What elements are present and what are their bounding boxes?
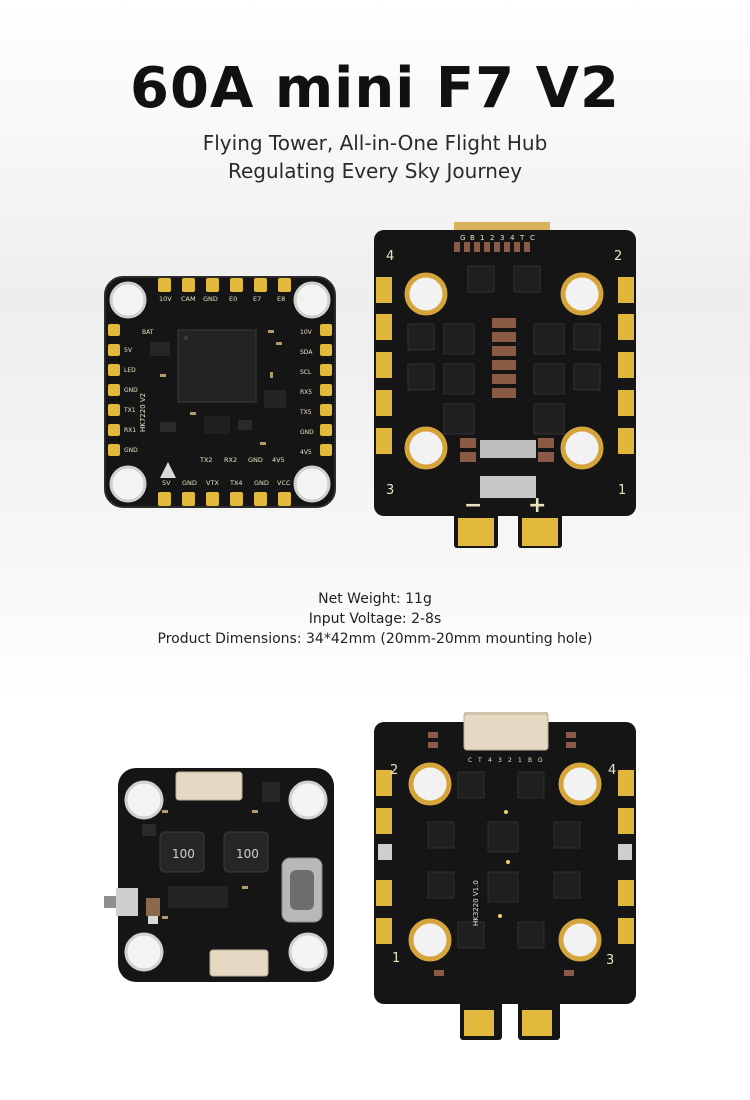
esc-bottom-conn-label-t: T [477,757,482,764]
fc-pad-label-led: LED [124,367,136,374]
esc-conn-label-2: 2 [490,234,494,242]
esc-bottom-conn-label-c: C [468,757,472,764]
esc-motor-number-1: 1 [618,483,626,498]
fc-pad-label-vcc: VCC [277,479,291,487]
fc-pad-label-sda: SDA [300,349,313,356]
fc-pad-label-4v5-right: 4V5 [300,449,312,456]
esc-bottom-conn-label-4: 4 [488,757,492,764]
fc-pad-label-tx4: TX4 [229,479,243,487]
fc-pad-label-e5: E5 [296,295,304,303]
esc-top-image: G B 1 2 3 4 T C 4 2 3 1 − + [374,222,636,548]
esc-conn-label-b: B [470,234,475,242]
fc-pad-label-vtx: VTX [206,479,219,487]
esc-bottom-conn-label-1: 1 [518,757,522,764]
fc-pad-label-tx2: TX2 [199,456,213,464]
esc-conn-label-3: 3 [500,234,504,242]
fc-pad-label-tx1: TX1 [123,407,136,414]
fc-pad-label-gnd-left: GND [124,387,138,394]
esc-bottom-motor-number-1: 1 [392,951,400,966]
esc-bottom-motor-number-2: 2 [390,763,398,778]
esc-minus-label: − [464,493,482,518]
fc-pad-label-e8: E8 [277,295,285,303]
inductor-label-2: 100 [236,847,259,861]
fc-pad-label-e7: E7 [253,295,261,303]
fc-pad-label-gnd4: GND [254,479,269,487]
esc-bottom-image: 2 4 1 3 C T 4 3 2 1 B G HK3220 V1.0 [374,712,636,1040]
fc-pad-label-rx2: RX2 [224,456,237,464]
fc-pad-label-10v: 10V [159,295,172,303]
fc-pad-label-gnd2: GND [248,456,263,464]
page-title: 60A mini F7 V2 [130,56,620,121]
spec-dimensions: Product Dimensions: 34*42mm (20mm-20mm m… [157,631,593,647]
inductor-label-1: 100 [172,847,195,861]
fc-pad-label-e0: E0 [229,295,237,303]
subtitle-line-1: Flying Tower, All-in-One Flight Hub [202,131,548,155]
fc-pad-label-gnd: GND [203,295,218,303]
fc-pad-label-5v-left: 5V [124,347,133,354]
esc-bottom-conn-label-2: 2 [508,757,512,764]
spec-voltage: Input Voltage: 2-8s [308,611,442,627]
fc-pad-label-4v5: 4V5 [272,456,285,464]
flight-controller-top-image: 10V CAM GND E0 E7 E8 E5 TX2 RX2 GND 4V5 … [104,276,336,508]
esc-conn-label-1: 1 [480,234,484,242]
esc-conn-label-c: C [530,234,535,242]
esc-bottom-motor-number-3: 3 [606,953,614,968]
subtitle-line-2: Regulating Every Sky Journey [227,159,523,183]
esc-bottom-conn-label-3: 3 [498,757,502,764]
fc-pad-label-10v-right: 10V [300,329,313,336]
fc-pad-label-scl: SCL [300,369,312,376]
esc-bottom-motor-number-4: 4 [608,763,616,778]
esc-conn-label-g: G [460,234,465,242]
fc-pad-label-5v: 5V [162,479,171,487]
fc-pad-label-gnd3: GND [182,479,197,487]
orientation-arrow-icon [160,462,176,478]
esc-bottom-conn-label-b: B [528,757,532,764]
fc-pad-label-rx1: RX1 [124,427,136,434]
fc-pad-label-tx5: TX5 [299,409,312,416]
esc-plus-label: + [528,493,546,518]
fc-pad-label-rx5: RX5 [300,389,312,396]
esc-motor-number-4: 4 [386,249,394,264]
fc-board-marking: HK7220 V2 [139,393,147,432]
esc-motor-number-3: 3 [386,483,394,498]
esc-bottom-board-marking: HK3220 V1.0 [472,880,480,926]
fc-pad-label-cam: CAM [181,295,196,303]
fc-pad-label-bat: BAT [142,329,154,336]
fc-pad-label-gnd-left2: GND [124,447,138,454]
esc-motor-number-2: 2 [614,249,622,264]
flight-controller-bottom-image: 100 100 [104,768,334,982]
esc-conn-label-t: T [519,234,525,242]
fc-pad-label-gnd-right: GND [300,429,314,436]
spec-weight: Net Weight: 11g [318,591,432,607]
esc-bottom-conn-label-g: G [538,757,543,764]
esc-conn-label-4: 4 [510,234,515,242]
